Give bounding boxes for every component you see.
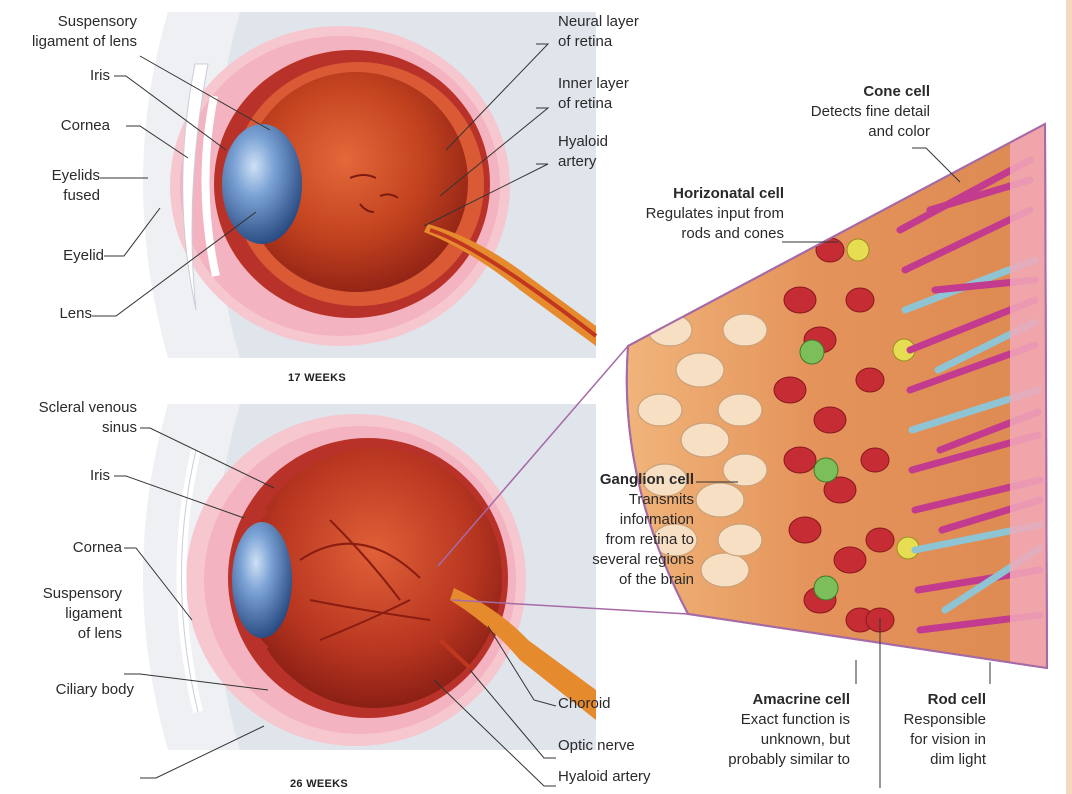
lens-26 [232,522,292,638]
label-iris-26: Iris [90,466,110,486]
label-lens-17: Lens [59,304,92,324]
label-eyelids-fused: Eyelids fused [52,166,100,206]
label-suspensory-ligament-26: Suspensory ligament of lens [43,584,122,644]
label-optic-nerve: Optic nerve [558,736,635,756]
label-cone-cell: Cone cell Detects fine detail and color [811,82,930,142]
label-hyaloid-17: Hyaloid artery [558,132,608,172]
label-cornea-17: Cornea [61,116,110,136]
label-cornea-26: Cornea [73,538,122,558]
label-iris-17: Iris [90,66,110,86]
eye-17-weeks [143,12,596,358]
label-ganglion-cell: Ganglion cell Transmits information from… [592,470,694,590]
eye-26-weeks [143,404,596,750]
label-rod-cell: Rod cell Responsible for vision in dim l… [903,690,986,770]
label-inner-layer: Inner layer of retina [558,74,629,114]
caption-17-weeks: 17 WEEKS [288,372,346,384]
caption-26-weeks: 26 WEEKS [290,778,348,790]
label-neural-layer: Neural layer of retina [558,12,639,52]
label-suspensory-ligament-17: Suspensory ligament of lens [32,12,137,52]
label-scleral-venous-sinus: Scleral venous sinus [39,398,137,438]
label-hyaloid-artery-26: Hyaloid artery [558,767,651,787]
label-amacrine-cell: Amacrine cell Exact function is unknown,… [728,690,850,770]
label-horizontal-cell: Horizonatal cell Regulates input from ro… [646,184,784,244]
label-eyelid: Eyelid [63,246,104,266]
label-ciliary-body: Ciliary body [56,680,134,700]
lens-17 [222,124,302,244]
label-choroid: Choroid [558,694,611,714]
